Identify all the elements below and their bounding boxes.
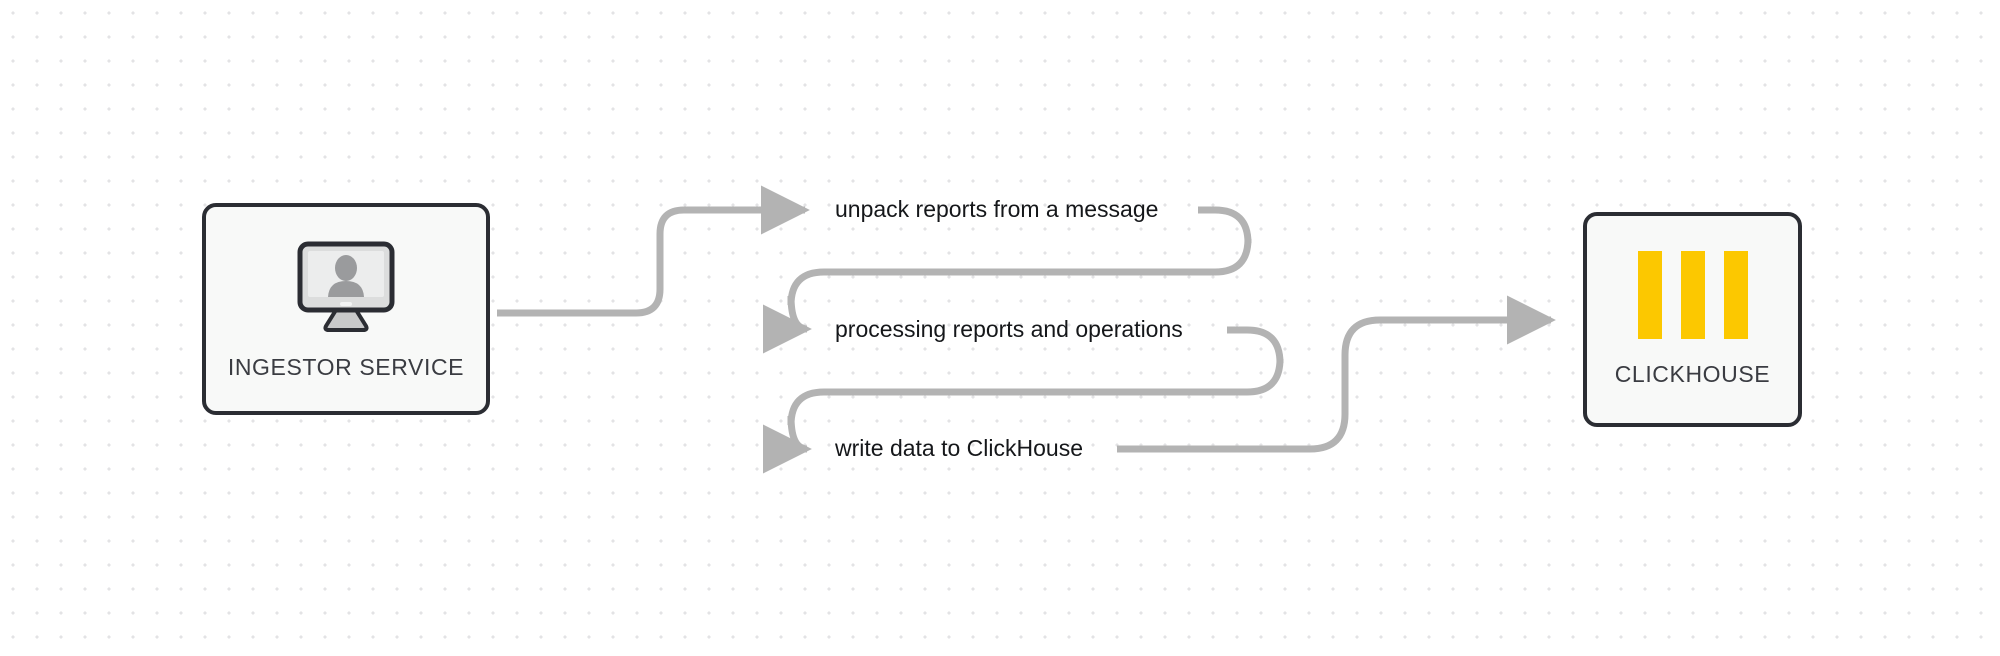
monitor-user-icon xyxy=(290,238,402,338)
node-ingestor-service[interactable]: INGESTOR SERVICE xyxy=(202,203,490,415)
edge-label-unpack-reports: unpack reports from a message xyxy=(835,196,1159,222)
edge-label-processing-reports: processing reports and operations xyxy=(835,316,1183,342)
clickhouse-bar-1 xyxy=(1637,251,1662,339)
clickhouse-bar-3 xyxy=(1723,251,1748,339)
edge-ingestor-to-unpack xyxy=(497,185,810,317)
edge-write-to-clickhouse xyxy=(1117,295,1556,453)
edge-label-write-data: write data to ClickHouse xyxy=(835,435,1083,461)
node-label-ingestor-service: INGESTOR SERVICE xyxy=(227,353,465,380)
clickhouse-bars-icon xyxy=(1637,251,1748,339)
edge-unpack-to-processing xyxy=(762,206,1252,354)
clickhouse-bar-2 xyxy=(1680,251,1705,339)
node-clickhouse[interactable]: CLICKHOUSE xyxy=(1583,212,1802,427)
node-label-clickhouse: CLICKHOUSE xyxy=(1614,361,1771,387)
edge-processing-to-write xyxy=(762,326,1284,474)
